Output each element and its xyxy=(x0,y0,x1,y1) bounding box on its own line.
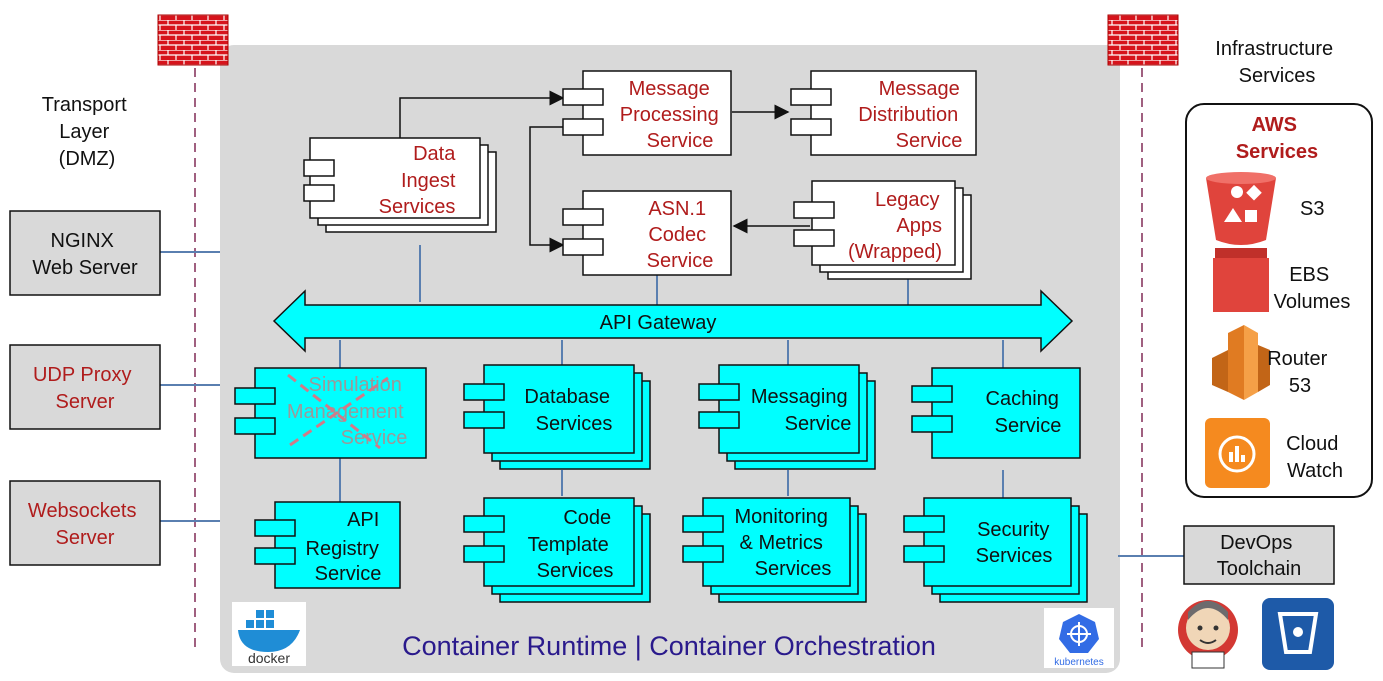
svg-text:Code Template Serv: Code Template Services xyxy=(528,507,617,582)
messaging-service: Messaging Service xyxy=(698,364,876,470)
firewall-left xyxy=(157,14,229,650)
svg-text:UDP Proxy Server: UDP Proxy Server xyxy=(33,364,137,413)
code-template-services: Code Template Services xyxy=(463,497,651,603)
cloudwatch-label: Cloud Watch xyxy=(1286,433,1344,482)
svg-text:Caching Service: Caching Service xyxy=(986,388,1065,437)
infrastructure-services-label: Infrastructure Services xyxy=(1215,38,1338,87)
router-label: Router 53 xyxy=(1267,348,1333,397)
s3-label: S3 xyxy=(1300,198,1324,220)
s3-bucket-icon xyxy=(1206,172,1276,245)
data-ingest-services: Data Ingest Services xyxy=(303,137,497,233)
cross-out-mark xyxy=(287,373,381,450)
udp-proxy-server: UDP Proxy Server xyxy=(9,344,220,430)
transport-layer-label: Transport Layer (DMZ) xyxy=(42,94,132,170)
websockets-server: Websockets Server xyxy=(9,480,220,566)
security-services: Security Services xyxy=(903,497,1088,603)
svg-text:Message Processing: Message Processing Service xyxy=(620,78,725,152)
ebs-label: EBS Volumes xyxy=(1274,264,1351,313)
ebs-volumes-icon xyxy=(1213,248,1269,312)
svg-text:Simulation Management: Simulation Management Service xyxy=(287,374,409,449)
api-registry-service: API Registry Service xyxy=(254,501,401,589)
database-services: Database Services xyxy=(463,364,651,470)
svg-text:Websockets Server: Websockets Server xyxy=(28,500,142,549)
svg-text:API Gateway: API Gateway xyxy=(600,312,717,334)
devops-toolchain: DevOps Toolchain xyxy=(1118,525,1335,585)
simulation-management-service: Simulation Management Service xyxy=(234,367,427,459)
svg-text:Database Services: Database Services xyxy=(524,386,615,435)
svg-text:Message Distribution: Message Distribution Service xyxy=(858,78,965,152)
cloudwatch-icon xyxy=(1205,418,1270,488)
bitbucket-icon xyxy=(1262,598,1334,670)
legacy-apps-wrapped: Legacy Apps (Wrapped) xyxy=(793,180,972,280)
svg-text:ASN.1 Codec Servic: ASN.1 Codec Service xyxy=(647,198,714,272)
asn1-codec-service: ASN.1 Codec Service xyxy=(562,190,732,276)
monitoring-metrics-services: Monitoring & Metrics Services xyxy=(682,497,867,603)
caching-service: Caching Service xyxy=(911,367,1081,459)
svg-text:Messaging Service: Messaging Service xyxy=(751,386,853,435)
svg-text:Legacy Apps (Wrapp: Legacy Apps (Wrapped) xyxy=(848,189,948,263)
svg-text:NGINX Web Server: NGINX Web Server xyxy=(32,230,138,279)
message-processing-service: Message Processing Service xyxy=(562,70,732,156)
nginx-web-server: NGINX Web Server xyxy=(9,210,220,296)
message-distribution-service: Message Distribution Service xyxy=(790,70,977,156)
docker-logo: docker xyxy=(232,602,306,666)
svg-text:API Registry Servi: API Registry Service xyxy=(306,509,385,585)
svg-text:Security Services: Security Services xyxy=(976,519,1055,567)
route53-icon xyxy=(1212,325,1270,400)
aws-services-title: AWS Services xyxy=(1236,114,1318,163)
kubernetes-logo: kubernetes xyxy=(1044,608,1114,668)
svg-text:docker: docker xyxy=(248,650,290,666)
svg-text:kubernetes: kubernetes xyxy=(1054,657,1103,668)
firewall-right xyxy=(1107,14,1179,650)
api-gateway: API Gateway xyxy=(272,289,1074,353)
svg-text:Monitoring & Metrics: Monitoring & Metrics Services xyxy=(735,506,834,580)
jenkins-icon xyxy=(1178,600,1238,669)
svg-text:DevOps Toolchain: DevOps Toolchain xyxy=(1217,532,1302,580)
svg-text:Data Ingest Servic: Data Ingest Services xyxy=(379,143,461,218)
container-runtime-label: Container Runtime | Container Orchestrat… xyxy=(402,631,936,661)
